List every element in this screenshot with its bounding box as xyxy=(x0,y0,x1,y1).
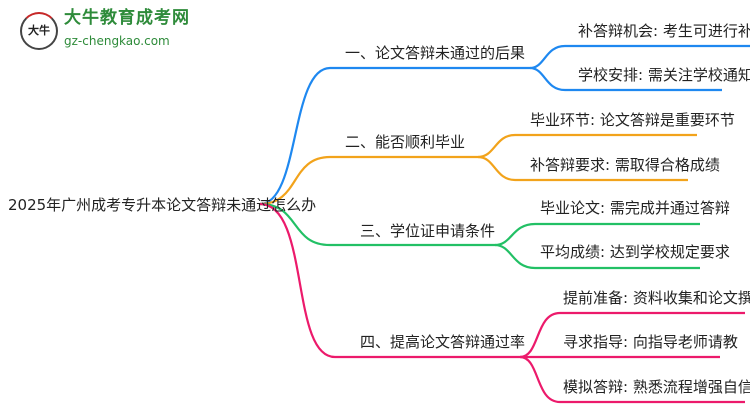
branch-4-child-1: 提前准备: 资料收集和论文撰写 xyxy=(563,289,750,307)
branch-3-label: 三、学位证申请条件 xyxy=(360,222,496,240)
branch-4-lines xyxy=(259,202,745,404)
logo: 大牛 大牛教育成考网 gz-chengkao.com xyxy=(18,6,190,52)
branch-3-child-1-line xyxy=(494,222,700,247)
branch-3-child-2-line xyxy=(494,243,700,270)
branch-1-child-1: 补答辩机会: 考生可进行补答辩 xyxy=(578,22,750,40)
branch-2-lines xyxy=(259,133,697,206)
branch-1-child-2: 学校安排: 需关注学校通知 xyxy=(578,66,750,84)
root-topic: 2025年广州成考专升本论文答辩未通过怎么办 xyxy=(8,196,317,214)
branch-3-connector xyxy=(259,202,495,247)
logo-mark-icon: 大牛 xyxy=(20,12,58,50)
branch-4-label: 四、提高论文答辩通过率 xyxy=(360,333,526,351)
branch-2-child-2: 补答辩要求: 需取得合格成绩 xyxy=(530,156,720,174)
branch-2-connector xyxy=(259,155,478,206)
branch-3-lines xyxy=(259,202,700,270)
branch-2-label: 二、能否顺利毕业 xyxy=(345,133,466,151)
branch-3-child-1: 毕业论文: 需完成并通过答辩 xyxy=(540,199,730,217)
branch-4-child-3-line xyxy=(519,355,745,404)
branch-2-child-2-line xyxy=(477,155,688,182)
branch-1-child-1-line xyxy=(529,44,750,70)
logo-url: gz-chengkao.com xyxy=(64,34,170,48)
branch-2-child-1-line xyxy=(477,133,697,159)
branch-1-child-2-line xyxy=(529,66,722,92)
branch-4-child-2: 寻求指导: 向指导老师请教 xyxy=(563,333,738,351)
logo-name: 大牛教育成考网 xyxy=(64,8,190,28)
branch-4-child-1-line xyxy=(519,311,745,359)
branch-2-child-1: 毕业环节: 论文答辩是重要环节 xyxy=(530,111,735,129)
branch-1-connector xyxy=(259,66,530,206)
branch-4-connector xyxy=(259,202,520,359)
branch-1-lines xyxy=(259,44,750,206)
branch-1-label: 一、论文答辩未通过的后果 xyxy=(345,44,526,62)
branch-3-child-2: 平均成绩: 达到学校规定要求 xyxy=(540,243,730,261)
branch-4-child-3: 模拟答辩: 熟悉流程增强自信 xyxy=(563,378,750,396)
